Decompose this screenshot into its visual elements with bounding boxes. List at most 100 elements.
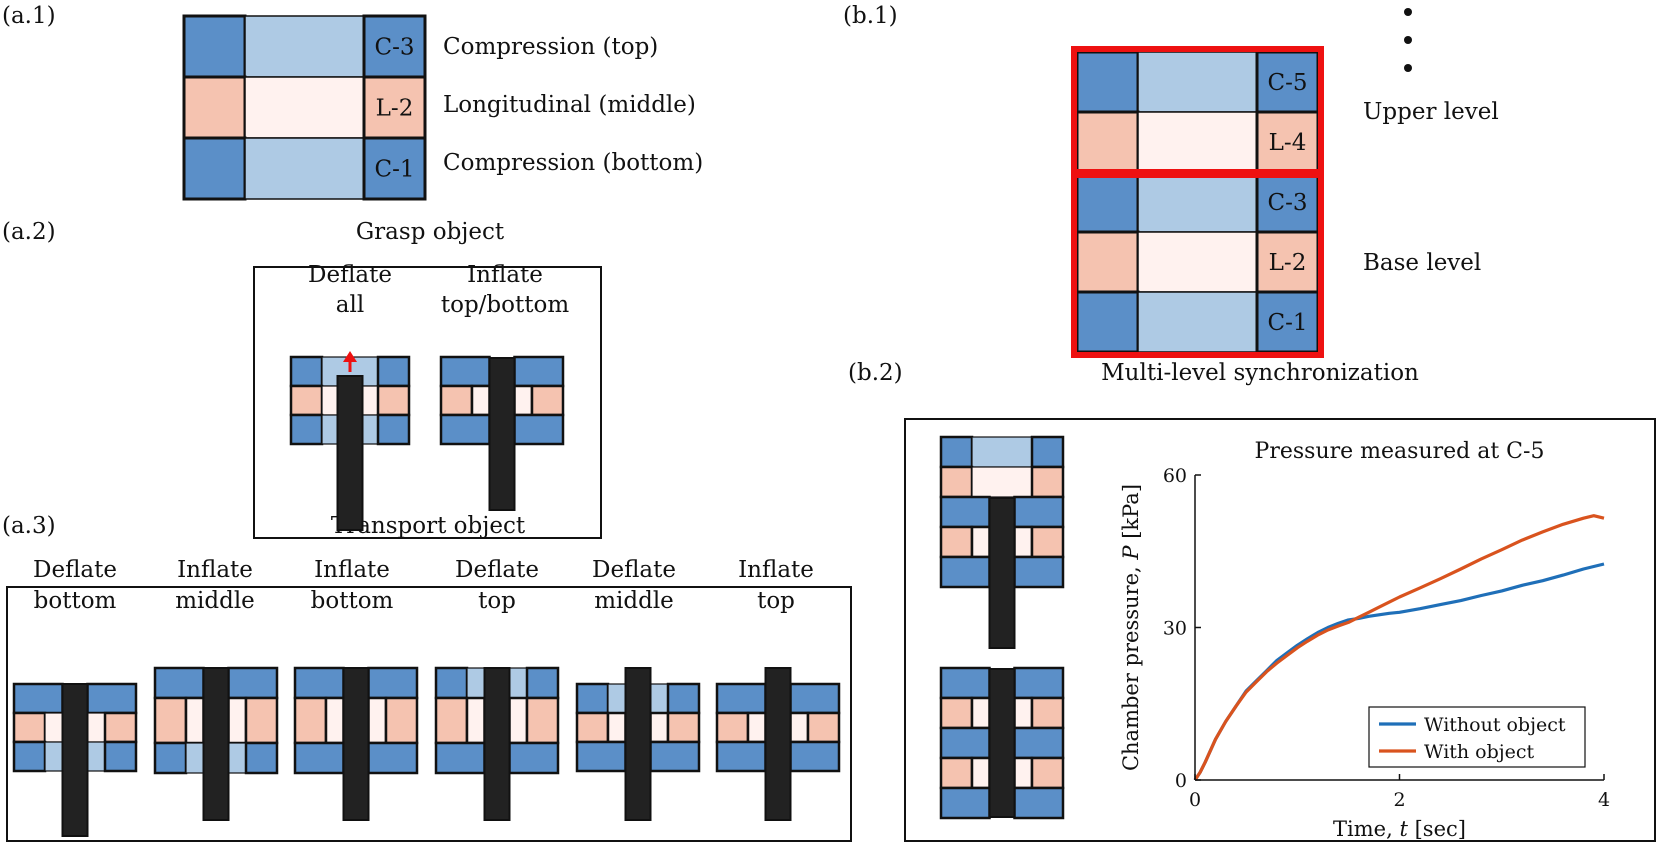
a3-step-4-line2: top bbox=[478, 588, 516, 614]
x-label-var: t bbox=[1399, 817, 1408, 841]
chamber-half bbox=[939, 666, 991, 700]
chamber-half bbox=[715, 740, 767, 773]
b1-base-level-outline bbox=[1071, 169, 1324, 358]
a3-module-2 bbox=[153, 666, 279, 821]
panel-a3-schematics bbox=[12, 666, 841, 837]
a3-module-3 bbox=[293, 666, 419, 821]
a1-desc-middle: Longitudinal (middle) bbox=[443, 92, 696, 118]
a1-cell-left bbox=[182, 75, 247, 140]
series-line-2 bbox=[1193, 514, 1605, 781]
b1-cell-tag bbox=[1255, 110, 1320, 174]
panel-b1-label: (b.1) bbox=[843, 3, 898, 29]
b1-tag-3: C-3 bbox=[1267, 190, 1307, 216]
a1-desc-bottom: Compression (bottom) bbox=[443, 150, 704, 176]
panel-a1-label: (a.1) bbox=[2, 3, 56, 29]
a2-step-2-line2: top/bottom bbox=[440, 292, 570, 318]
a1-tag-2: L-2 bbox=[376, 96, 414, 122]
chamber-side bbox=[153, 696, 188, 745]
a1-tag-3: C-1 bbox=[374, 157, 414, 183]
chamber-half bbox=[434, 741, 486, 775]
chamber-side bbox=[939, 435, 974, 469]
b2-top-row bbox=[939, 465, 1065, 499]
a3-module-6 bbox=[715, 667, 841, 821]
continuation-dot bbox=[1404, 36, 1412, 44]
object-rod bbox=[342, 667, 370, 821]
chamber-half bbox=[513, 355, 565, 388]
a2-frame bbox=[253, 266, 602, 539]
b1-base-level-label: Base level bbox=[1363, 250, 1482, 276]
chamber-side bbox=[666, 682, 701, 715]
object-rod bbox=[764, 667, 792, 821]
object-rod bbox=[488, 357, 516, 511]
a1-cell-tag bbox=[362, 136, 427, 201]
continuation-dot bbox=[1404, 8, 1412, 16]
a3-step-2-line2: middle bbox=[175, 588, 255, 614]
a2-title: Grasp object bbox=[355, 219, 505, 245]
chamber-side bbox=[153, 741, 188, 775]
b2-frame bbox=[904, 418, 1656, 842]
y-tick-label: 0 bbox=[1175, 770, 1187, 792]
panel-a2-label: (a.2) bbox=[2, 219, 56, 245]
chamber-side bbox=[715, 711, 750, 744]
chamber-side bbox=[525, 696, 560, 745]
a1-cell-center bbox=[244, 15, 365, 78]
panel-a2-schematics bbox=[289, 351, 565, 531]
y-label-var: P bbox=[1119, 545, 1143, 561]
b1-cell-center bbox=[1137, 111, 1258, 173]
panel-a3-label: (a.3) bbox=[2, 513, 56, 539]
chamber-side bbox=[939, 525, 974, 559]
chamber-half bbox=[293, 741, 345, 775]
chamber-side bbox=[1030, 465, 1065, 499]
x-tick-label: 2 bbox=[1393, 789, 1405, 811]
y-tick-label: 60 bbox=[1163, 465, 1187, 487]
chamber-half bbox=[575, 740, 627, 773]
a3-step-3-line2: bottom bbox=[310, 588, 394, 614]
b1-cell-left bbox=[1075, 290, 1140, 354]
up-arrow-icon bbox=[343, 351, 357, 362]
a3-module-4 bbox=[434, 666, 560, 821]
chamber-side bbox=[376, 355, 411, 388]
a3-step-1-line2: bottom bbox=[33, 588, 117, 614]
a1-cell-left bbox=[182, 14, 247, 79]
panel-b1-schematic: C-5L-4C-3L-2C-1 bbox=[1071, 8, 1412, 358]
a3-module-5 bbox=[575, 667, 701, 821]
a3-title: Transport object bbox=[330, 513, 526, 539]
object-rod bbox=[624, 667, 652, 821]
y-axis-label: Chamber pressure, P [kPa] bbox=[1119, 484, 1143, 771]
chamber-side bbox=[12, 740, 47, 773]
b2-title: Multi-level synchronization bbox=[1101, 360, 1419, 386]
x-tick-label: 0 bbox=[1189, 789, 1201, 811]
b2-bottom-row bbox=[939, 696, 1065, 730]
b1-cell-center bbox=[1137, 171, 1258, 233]
continuation-dot bbox=[1404, 64, 1412, 72]
b1-cell-center bbox=[1137, 231, 1258, 293]
chamber-side bbox=[376, 413, 411, 446]
panel-b2-schematics bbox=[939, 435, 1065, 820]
a3-mid bbox=[434, 696, 560, 745]
b1-tag-2: L-4 bbox=[1269, 130, 1307, 156]
a3-mid bbox=[153, 696, 279, 745]
a2-step-1-line2: all bbox=[335, 292, 365, 318]
b2-bottom-row bbox=[939, 786, 1065, 820]
legend-label-2: With object bbox=[1424, 741, 1535, 763]
b1-tag-1: C-5 bbox=[1267, 70, 1307, 96]
a3-bot bbox=[293, 741, 419, 775]
panel-a1-schematic: C-3L-2C-1 bbox=[182, 14, 427, 201]
object-rod bbox=[988, 497, 1016, 649]
a3-step-1-line1: Deflate bbox=[33, 557, 117, 583]
chamber-side bbox=[244, 741, 279, 775]
b1-cell-left bbox=[1075, 50, 1140, 114]
legend-label-1: Without object bbox=[1424, 714, 1566, 736]
a2-step-2-line1: Inflate bbox=[467, 262, 543, 288]
y-tick-label: 30 bbox=[1163, 618, 1187, 640]
a2-step-1-line1: Deflate bbox=[308, 262, 392, 288]
chamber-side bbox=[376, 384, 411, 417]
b1-tag-4: L-2 bbox=[1269, 250, 1307, 276]
chamber-half bbox=[939, 555, 991, 589]
b2-top-row bbox=[939, 555, 1065, 589]
a1-cell-left bbox=[182, 136, 247, 201]
b2-bottom-row bbox=[939, 666, 1065, 700]
x-tick-label: 4 bbox=[1598, 789, 1610, 811]
chamber-half bbox=[1013, 555, 1065, 589]
